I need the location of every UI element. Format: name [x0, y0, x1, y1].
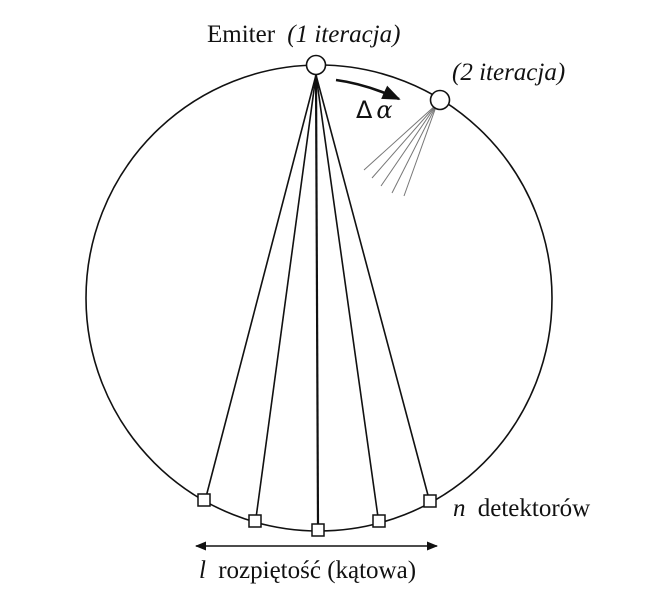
faint-ray-5 — [403, 103, 438, 197]
span-label: l rozpiętość (kątowa) — [199, 557, 416, 584]
detectors-label-variable: n — [453, 495, 466, 522]
span-label-variable: l — [199, 557, 206, 584]
detectors-label: n detektorów — [453, 495, 590, 522]
detectors-label-text: detektorów — [478, 495, 590, 522]
detectors — [197, 493, 437, 537]
second-iteration-label: (2 iteracja) — [452, 59, 565, 86]
emitter-marker-iteration-2 — [429, 89, 451, 111]
delta-alpha-label: Δ α — [356, 96, 393, 124]
emitter-marker-iteration-1 — [305, 54, 327, 76]
detector-5 — [423, 494, 437, 508]
detector-2 — [248, 514, 262, 528]
ray-1 — [205, 74, 317, 498]
ray-4 — [315, 74, 379, 518]
detector-1 — [197, 493, 211, 507]
scan-circle — [85, 64, 553, 532]
detector-4 — [372, 514, 386, 528]
emitter-label-text: Emiter — [207, 21, 276, 48]
detector-3 — [311, 523, 325, 537]
emitter-label-iteration: (1 iteracja) — [287, 21, 400, 48]
ray-5 — [315, 74, 430, 500]
faint-ray-1 — [363, 103, 438, 171]
second-iteration-rays — [363, 103, 438, 197]
faint-ray-2 — [371, 103, 438, 179]
delta-symbol: Δ — [356, 96, 373, 124]
ray-3 — [314, 74, 320, 527]
rotation-arrow — [335, 78, 401, 101]
faint-ray-3 — [380, 103, 438, 187]
alpha-symbol: α — [376, 96, 392, 124]
span-label-text: rozpiętość (kątowa) — [218, 557, 416, 584]
emitter-label: Emiter (1 iteracja) — [207, 21, 400, 48]
faint-ray-4 — [391, 103, 438, 194]
ray-2 — [255, 74, 317, 519]
emitter-rays — [205, 74, 430, 527]
